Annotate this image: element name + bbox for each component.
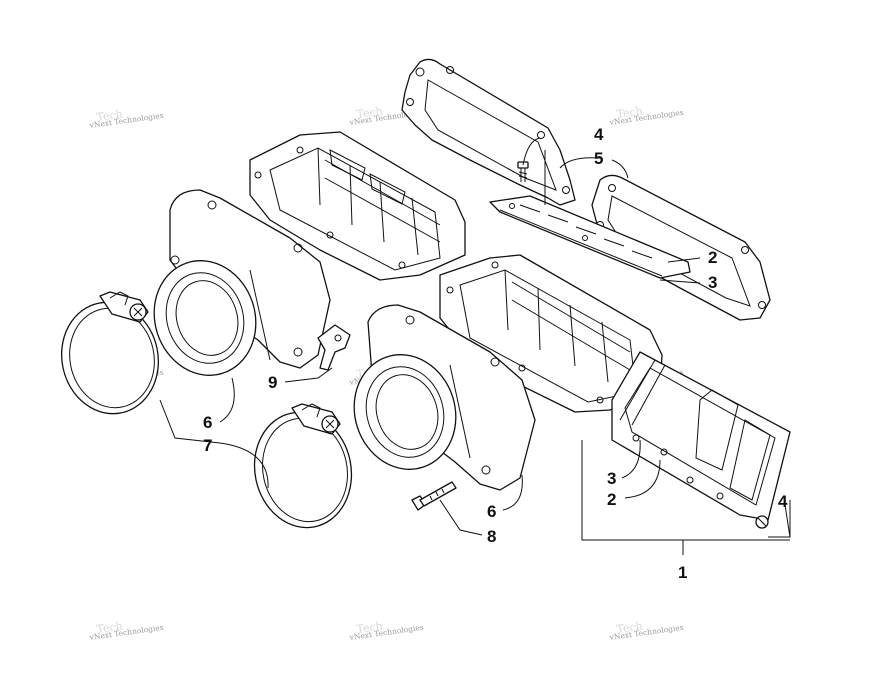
watermark-ghost: Tech xyxy=(96,107,124,124)
callout-7: 7 xyxy=(203,436,212,455)
callout-9: 9 xyxy=(268,373,277,392)
screw-top xyxy=(517,161,529,182)
screw-bottom xyxy=(755,515,769,529)
leader-4-bot xyxy=(768,500,791,538)
callout-labels: 4 5 2 3 9 6 7 6 8 3 2 4 1 xyxy=(203,125,788,582)
leader-8 xyxy=(439,499,483,536)
reed-cage-rear xyxy=(249,131,466,281)
leader-7 xyxy=(159,399,269,489)
watermark-ghost: Tech xyxy=(356,104,384,121)
leader-5 xyxy=(559,157,629,179)
bolt-front xyxy=(411,481,457,511)
watermark-ghost: Tech xyxy=(356,619,384,636)
reed-petal-top xyxy=(489,195,691,279)
reed-stopper-front xyxy=(611,351,791,521)
watermark-ghost: Tech xyxy=(616,104,644,121)
callout-5: 5 xyxy=(594,149,603,168)
callout-8: 8 xyxy=(487,527,496,546)
leader-2-top xyxy=(667,257,701,263)
callout-6-left: 6 xyxy=(203,413,212,432)
callout-6-right: 6 xyxy=(487,502,496,521)
intake-boot-front xyxy=(353,304,536,491)
hose-clamp-left xyxy=(60,291,160,415)
leader-lines xyxy=(159,137,791,555)
callout-2-bottom: 2 xyxy=(607,490,616,509)
leader-9 xyxy=(284,367,333,383)
intake-boot-rear xyxy=(153,189,331,376)
callout-4-top: 4 xyxy=(594,125,604,144)
watermark-ghost: Tech xyxy=(616,619,644,636)
hose-clamp-front xyxy=(253,403,353,529)
leader-1-bracket xyxy=(581,440,790,555)
callout-3-top: 3 xyxy=(708,273,717,292)
callout-2-top: 2 xyxy=(708,248,717,267)
leader-3-top xyxy=(659,279,701,284)
gasket-rear-top xyxy=(401,58,576,206)
leader-4-top xyxy=(522,137,541,166)
leader-6-left xyxy=(219,377,235,423)
leader-6-right xyxy=(502,474,523,511)
bracket xyxy=(317,324,351,371)
watermark-ghost: Tech xyxy=(96,619,124,636)
callout-3-bottom: 3 xyxy=(607,469,616,488)
callout-4-bottom: 4 xyxy=(778,492,788,511)
callout-1: 1 xyxy=(678,563,687,582)
leader-3-bot xyxy=(621,439,641,479)
leader-2-bot xyxy=(624,459,661,499)
